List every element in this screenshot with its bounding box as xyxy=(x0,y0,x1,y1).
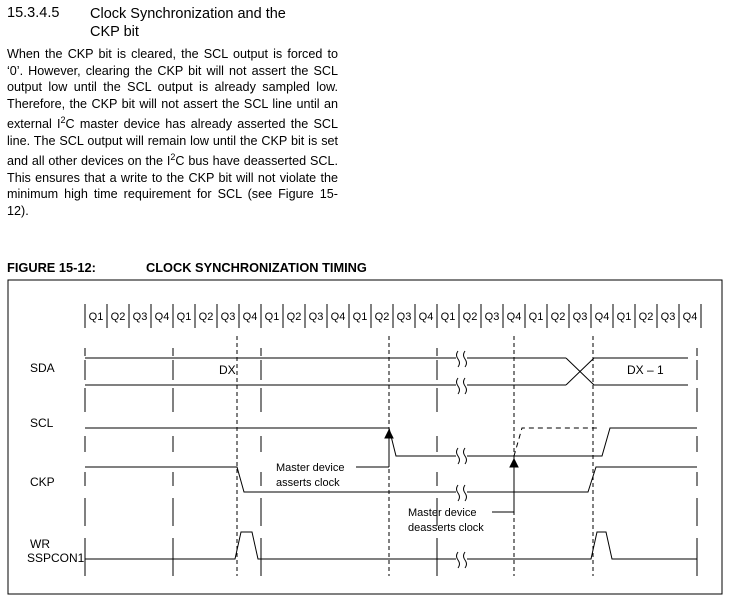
superscript: 2 xyxy=(170,152,176,163)
q-cell-label: Q2 xyxy=(551,311,566,323)
section-body: When the CKP bit is cleared, the SCL out… xyxy=(7,46,338,219)
q-cell-label: Q4 xyxy=(419,311,434,323)
q-cell-label: Q2 xyxy=(287,311,302,323)
signal-label-sspcon1: SSPCON1 xyxy=(27,551,85,565)
scl-waveform xyxy=(85,427,697,457)
annotation-master-asserts-line2: asserts clock xyxy=(276,477,340,489)
q-cell-label: Q3 xyxy=(397,311,412,323)
q-cell-label: Q4 xyxy=(507,311,522,323)
signal-label-sda: SDA xyxy=(30,361,55,375)
q-cell-label: Q1 xyxy=(529,311,544,323)
q-cell-label: Q3 xyxy=(133,311,148,323)
sda-data-dx: DX xyxy=(219,363,236,377)
q-cell-label: Q4 xyxy=(155,311,170,323)
q-cell-label: Q1 xyxy=(177,311,192,323)
timing-markers xyxy=(84,336,698,576)
annotation-master-deasserts-line1: Master device xyxy=(408,507,476,519)
q-cell-label: Q4 xyxy=(331,311,346,323)
figure-label: FIGURE 15-12: xyxy=(7,260,96,275)
annotation-master-asserts-line1: Master device xyxy=(276,462,344,474)
q-cell-label: Q1 xyxy=(353,311,368,323)
body-text-part: When the CKP bit is cleared, the SCL out… xyxy=(7,47,338,132)
q-cell-label: Q3 xyxy=(309,311,324,323)
q-cell-label: Q2 xyxy=(639,311,654,323)
q-cell-label: Q4 xyxy=(683,311,698,323)
superscript: 2 xyxy=(60,115,66,125)
figure-frame xyxy=(7,279,723,595)
ckp-waveform xyxy=(85,466,697,493)
q-cell-label: Q2 xyxy=(199,311,214,323)
q-cycle-header: Q1 Q2 Q3 Q4 Q1 Q2 Q3 Q4 Q1 Q2 Q3 Q4 Q1 Q2 Q3 Q4 Q1 Q2 Q3 Q4… xyxy=(84,304,702,328)
q-cell-label: Q4 xyxy=(243,311,258,323)
q-cell-label: Q3 xyxy=(485,311,500,323)
q-cell-label: Q2 xyxy=(375,311,390,323)
section-number: 15.3.4.5 xyxy=(7,5,60,21)
break-marks xyxy=(456,350,467,569)
q-cell-label: Q3 xyxy=(661,311,676,323)
signal-label-ckp: CKP xyxy=(30,475,55,489)
q-cell-label: Q1 xyxy=(617,311,632,323)
figure-title: CLOCK SYNCHRONIZATION TIMING xyxy=(146,260,367,275)
arrow-master-asserts xyxy=(356,428,394,468)
q-cell-label: Q3 xyxy=(221,311,236,323)
q-cell-label: Q1 xyxy=(89,311,104,323)
q-cell-label: Q2 xyxy=(111,311,126,323)
signal-label-scl: SCL xyxy=(30,416,54,430)
sda-data-dx-minus-1: DX – 1 xyxy=(627,363,664,377)
q-cell-label: Q4 xyxy=(595,311,610,323)
arrow-master-deasserts xyxy=(492,457,519,513)
q-cell-label: Q1 xyxy=(265,311,280,323)
clock-synchronization-timing-diagram: Q1 Q2 Q3 Q4 Q1 Q2 Q3 Q4 Q1 Q2 Q3 Q4 Q1 Q2 Q3 Q4 Q1 Q2 Q3 Q4… xyxy=(7,279,723,595)
sda-waveform xyxy=(85,357,688,386)
signal-label-wr: WR xyxy=(30,537,50,551)
body-text-part: C master device has already asserted the… xyxy=(7,117,338,169)
wr-sspcon1-waveform xyxy=(85,531,697,560)
q-cell-label: Q2 xyxy=(463,311,478,323)
q-cell-label: Q3 xyxy=(573,311,588,323)
annotation-master-deasserts-line2: deasserts clock xyxy=(408,522,484,534)
body-text-part: C bus have deasserted SCL. This ensures … xyxy=(7,154,338,218)
q-cell-label: Q1 xyxy=(441,311,456,323)
section-title: Clock Synchronization and the CKP bit xyxy=(90,6,286,40)
